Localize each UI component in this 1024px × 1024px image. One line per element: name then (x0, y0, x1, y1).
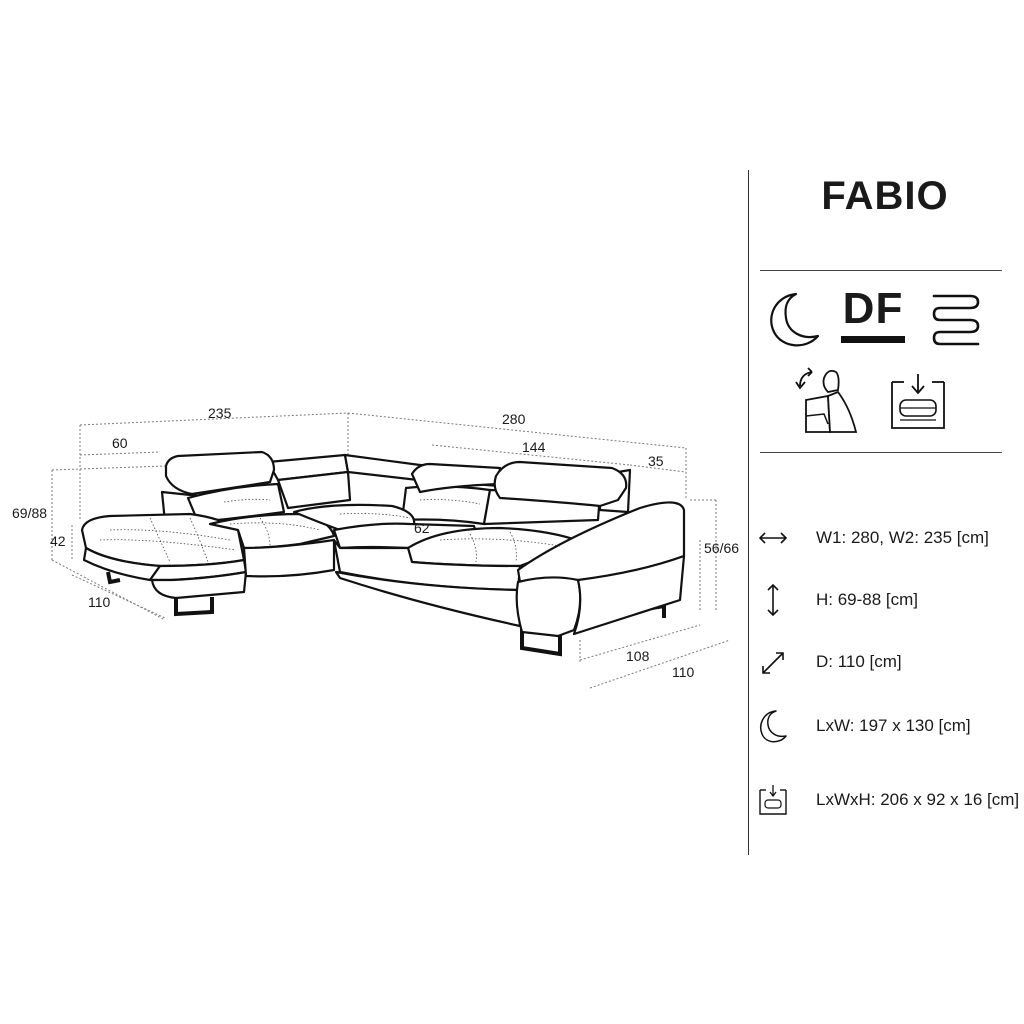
df-logo-text: DF (842, 284, 904, 333)
spec-width-text: W1: 280, W2: 235 [cm] (816, 528, 989, 547)
dim-top-left-inner: 60 (112, 435, 128, 451)
sleeping-area-icon (760, 710, 787, 743)
dim-center-depth: 62 (414, 520, 430, 536)
dim-top-left-total: 235 (208, 405, 232, 421)
product-title: FABIO (821, 174, 949, 218)
spec-sleeping-area: LxW: 197 x 130 [cm] (756, 708, 1016, 744)
spec-width: W1: 280, W2: 235 [cm] (756, 520, 1016, 556)
dim-right-height: 56/66 (704, 540, 739, 556)
dim-left-depth: 110 (88, 594, 111, 610)
adjustable-headrest-icon (795, 367, 858, 433)
depth-arrow-icon (762, 652, 784, 674)
dimension-labels: 235 60 280 144 35 69/88 42 110 62 56/66 … (12, 405, 739, 680)
dim-left-height: 69/88 (12, 505, 47, 521)
sofa-body (80, 450, 686, 638)
sofa-diagram: 235 60 280 144 35 69/88 42 110 62 56/66 … (12, 405, 739, 689)
dim-bottom-depth-outer: 110 (672, 664, 695, 680)
width-arrow-icon (758, 532, 788, 544)
spec-height: H: 69-88 [cm] (756, 582, 1016, 618)
dim-top-right-total: 280 (502, 411, 526, 427)
spec-storage: LxWxH: 206 x 92 x 16 [cm] (756, 782, 1020, 818)
spec-depth-text: D: 110 [cm] (816, 652, 902, 671)
height-arrow-icon (767, 583, 779, 617)
moon-sleep-icon (770, 292, 820, 347)
features-divider (760, 452, 1002, 453)
dim-bottom-depth-inner: 108 (626, 648, 650, 664)
spec-sleeping-area-text: LxW: 197 x 130 [cm] (816, 716, 971, 735)
spec-depth: D: 110 [cm] (756, 644, 1016, 680)
dim-top-right-inner: 144 (522, 439, 546, 455)
storage-box-icon (891, 374, 945, 429)
dim-left-seat-height: 42 (50, 533, 66, 549)
df-logo-underline (841, 336, 905, 343)
spec-storage-text: LxWxH: 206 x 92 x 16 [cm] (816, 790, 1020, 809)
spring-icon (932, 294, 980, 346)
dim-top-right-end: 35 (648, 453, 664, 469)
storage-icon (759, 785, 787, 815)
df-logo-icon: DF (838, 286, 908, 348)
tuft-lines (99, 498, 561, 563)
panel-divider (748, 170, 749, 855)
title-divider (760, 270, 1002, 271)
spec-height-text: H: 69-88 [cm] (816, 590, 919, 609)
